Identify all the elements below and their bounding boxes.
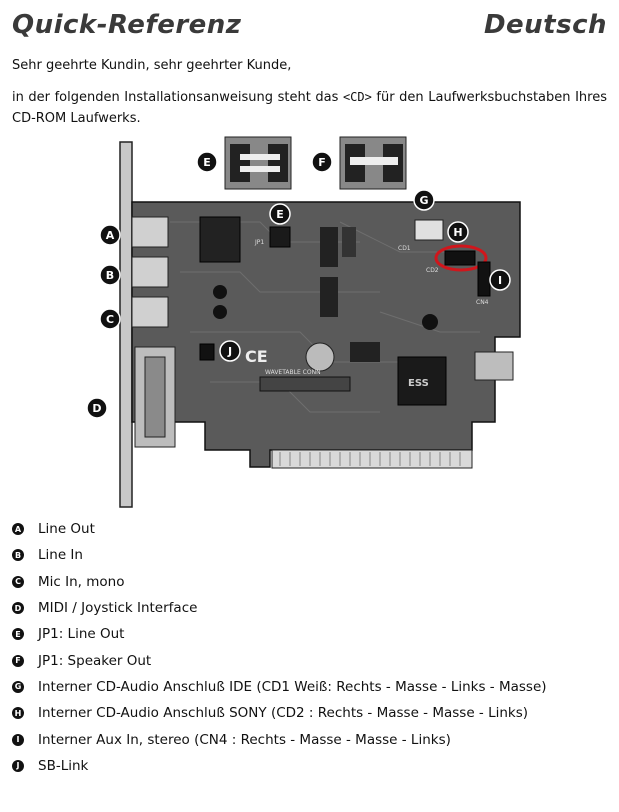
legend-marker-c: C bbox=[12, 575, 24, 588]
svg-text:E: E bbox=[203, 156, 211, 169]
legend-marker-a: A bbox=[12, 523, 24, 536]
marker-h: H bbox=[447, 221, 469, 243]
marker-e-inset: E bbox=[196, 151, 218, 173]
legend-marker-f: F bbox=[12, 654, 24, 667]
svg-text:J: J bbox=[227, 345, 232, 358]
marker-i: I bbox=[489, 269, 511, 291]
pci-edge-connector bbox=[271, 449, 473, 469]
sb-link-connector bbox=[199, 343, 215, 361]
marker-e: E bbox=[269, 203, 291, 225]
legend-label: Line In bbox=[38, 547, 83, 564]
legend-label: SB-Link bbox=[38, 757, 89, 774]
marker-g: G bbox=[413, 189, 435, 211]
sound-card-diagram: JP1 ESS WAVETABLE CONN CE CD1 CD2 CN4 A bbox=[86, 136, 521, 508]
pci-bracket bbox=[119, 141, 133, 508]
intro-text-after: für den Laufwerksbuchstaben Ihres CD-ROM… bbox=[12, 90, 607, 126]
svg-text:C: C bbox=[106, 313, 114, 326]
jumper-inset-line-out bbox=[224, 136, 292, 190]
legend-label: Mic In, mono bbox=[38, 573, 125, 590]
legend-item: A Line Out bbox=[12, 516, 547, 542]
svg-text:I: I bbox=[498, 274, 502, 287]
jack-line-in bbox=[131, 256, 169, 288]
legend-marker-g: G bbox=[12, 680, 24, 693]
jack-line-out bbox=[131, 216, 169, 248]
wavetable-connector bbox=[259, 376, 351, 392]
legend-label: Interner Aux In, stereo (CN4 : Rechts - … bbox=[38, 731, 451, 748]
ess-audio-chip bbox=[397, 356, 447, 406]
legend-item: C Mic In, mono bbox=[12, 569, 547, 595]
legend-marker-j: J bbox=[12, 759, 24, 772]
legend-list: A Line Out B Line In C Mic In, mono D MIDI /… bbox=[12, 516, 547, 779]
svg-text:B: B bbox=[106, 269, 114, 282]
intro-text-before: in der folgenden Installationsanweisung … bbox=[12, 90, 343, 105]
cd-placeholder: <CD> bbox=[342, 90, 372, 104]
cd1-board-label: CD1 bbox=[398, 245, 411, 252]
jumper-inset-speaker-out bbox=[339, 136, 407, 190]
legend-label: Interner CD-Audio Anschluß IDE (CD1 Weiß… bbox=[38, 678, 547, 695]
legend-label: Line Out bbox=[38, 521, 95, 538]
svg-text:G: G bbox=[419, 194, 428, 207]
cn4-board-label: CN4 bbox=[476, 299, 489, 306]
marker-c: C bbox=[99, 308, 121, 330]
cd1-connector bbox=[414, 219, 444, 241]
svg-text:A: A bbox=[106, 229, 115, 242]
wavetable-board-label: WAVETABLE CONN bbox=[265, 369, 321, 376]
cn4-connector bbox=[477, 261, 491, 297]
jp1-jumper bbox=[269, 226, 291, 248]
language-label: Deutsch bbox=[483, 10, 607, 40]
legend-item: D MIDI / Joystick Interface bbox=[12, 595, 547, 621]
intro-paragraph: in der folgenden Installationsanweisung … bbox=[12, 87, 607, 129]
legend-marker-b: B bbox=[12, 549, 24, 562]
jack-mic-in bbox=[131, 296, 169, 328]
svg-text:E: E bbox=[276, 208, 284, 221]
cd2-board-label: CD2 bbox=[426, 267, 439, 274]
marker-f-inset: F bbox=[311, 151, 333, 173]
marker-d: D bbox=[86, 397, 108, 419]
svg-text:H: H bbox=[453, 226, 462, 239]
legend-item: G Interner CD-Audio Anschluß IDE (CD1 Wei… bbox=[12, 674, 547, 700]
svg-text:F: F bbox=[318, 156, 326, 169]
legend-label: JP1: Speaker Out bbox=[38, 652, 152, 669]
legend-item: I Interner Aux In, stereo (CN4 : Rechts -… bbox=[12, 726, 547, 752]
greeting: Sehr geehrte Kundin, sehr geehrter Kunde… bbox=[12, 58, 292, 73]
ce-mark: CE bbox=[245, 347, 268, 366]
legend-label: Interner CD-Audio Anschluß SONY (CD2 : R… bbox=[38, 705, 529, 722]
legend-marker-e: E bbox=[12, 628, 24, 641]
legend-item: B Line In bbox=[12, 542, 547, 568]
marker-a: A bbox=[99, 224, 121, 246]
legend-label: JP1: Line Out bbox=[38, 626, 125, 643]
jp1-board-label: JP1 bbox=[254, 239, 264, 246]
marker-j: J bbox=[219, 340, 241, 362]
legend-marker-i: I bbox=[12, 733, 24, 746]
legend-item: J SB-Link bbox=[12, 753, 547, 779]
legend-marker-h: H bbox=[12, 707, 24, 720]
svg-text:D: D bbox=[92, 402, 101, 415]
page-title: Quick-Referenz bbox=[12, 10, 242, 40]
cd2-connector bbox=[444, 250, 476, 266]
legend-item: H Interner CD-Audio Anschluß SONY (CD2 : … bbox=[12, 700, 547, 726]
legend-item: F JP1: Speaker Out bbox=[12, 647, 547, 673]
ess-chip-label: ESS bbox=[408, 378, 429, 389]
legend-marker-d: D bbox=[12, 602, 24, 615]
legend-label: MIDI / Joystick Interface bbox=[38, 600, 198, 617]
legend-item: E JP1: Line Out bbox=[12, 621, 547, 647]
cd2-highlight bbox=[434, 244, 488, 272]
marker-b: B bbox=[99, 264, 121, 286]
